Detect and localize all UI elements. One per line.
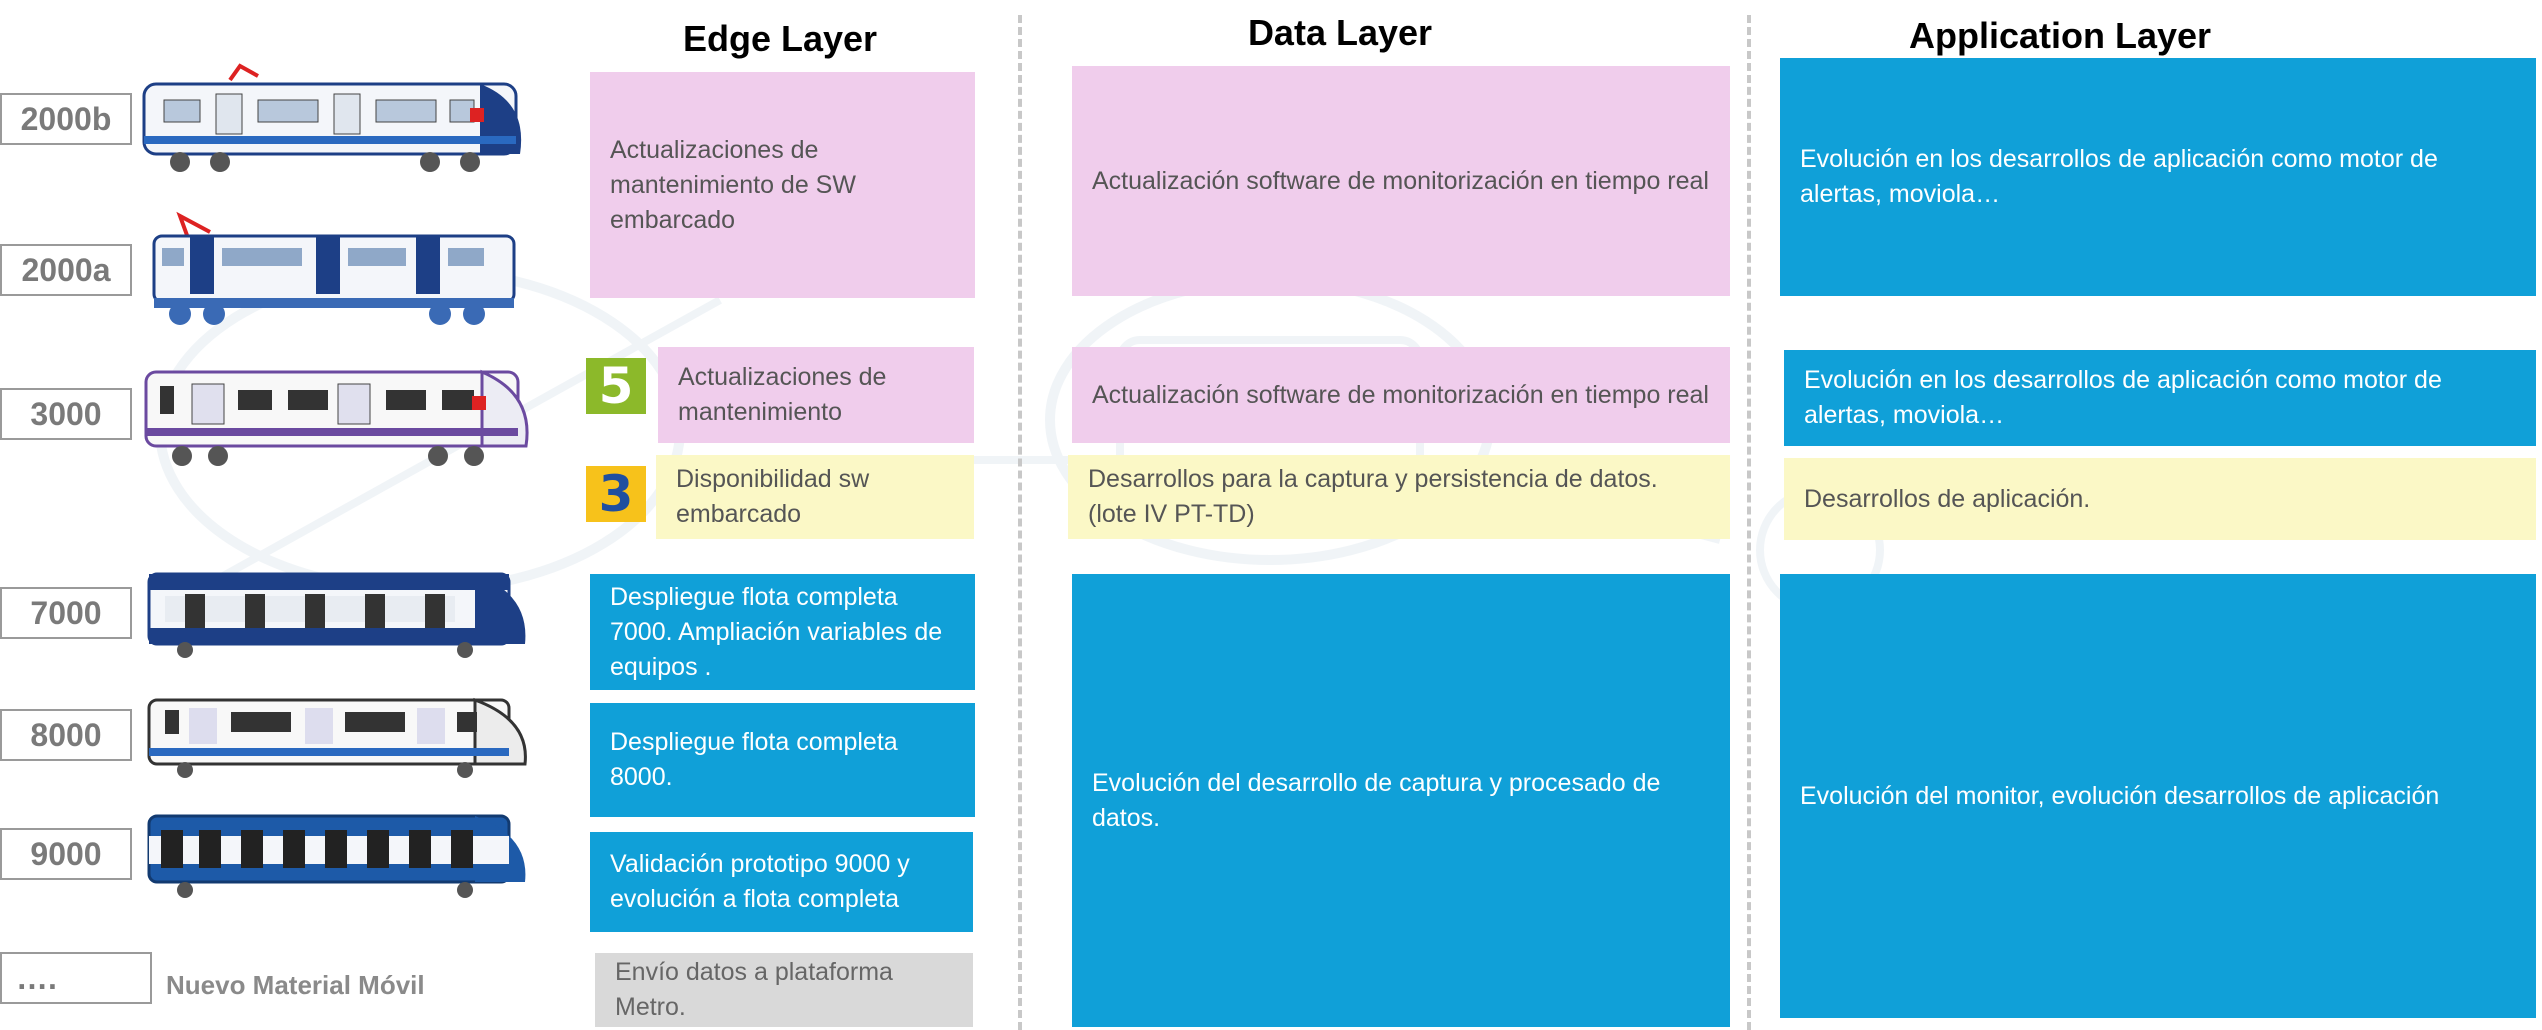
train-7000-icon (147, 572, 526, 658)
data-box-3000-maint: Actualización software de monitorización… (1072, 347, 1730, 443)
edge-box-3000-sw: Disponibilidad sw embarcado (656, 455, 974, 539)
train-2000b-icon (142, 63, 522, 172)
badge-5: 5 (586, 357, 646, 415)
series-label-7000: 7000 (0, 587, 132, 639)
nuevo-material-label: Nuevo Material Móvil (166, 970, 425, 1000)
data-box-large: Evolución del desarrollo de captura y pr… (1072, 574, 1730, 1027)
series-label-8000: 8000 (0, 709, 132, 761)
app-box-large: Evolución del monitor, evolución desarro… (1780, 574, 2536, 1018)
edge-box-nuevo: Envío datos a plataforma Metro. (595, 953, 973, 1027)
app-box-3000-sw: Desarrollos de aplicación. (1784, 458, 2536, 540)
application-layer-title: Application Layer (1908, 15, 2212, 56)
app-box-2000: Evolución en los desarrollos de aplicaci… (1780, 58, 2536, 296)
series-label-3000: 3000 (0, 388, 132, 440)
series-label-2000a: 2000a (0, 244, 132, 296)
edge-box-2000: Actualizaciones de mantenimiento de SW e… (590, 72, 975, 298)
divider-1 (1018, 15, 1022, 1030)
series-label-2000b: 2000b (0, 93, 132, 145)
series-label-new: …. (0, 952, 152, 1004)
train-3000-icon (144, 369, 529, 466)
data-layer-title: Data Layer (1247, 12, 1433, 53)
edge-box-3000-maint: Actualizaciones de mantenimiento (658, 347, 974, 443)
series-label-9000: 9000 (0, 828, 132, 880)
train-9000-icon (147, 814, 526, 898)
data-box-3000-sw: Desarrollos para la captura y persistenc… (1068, 455, 1730, 539)
data-box-2000: Actualización software de monitorización… (1072, 66, 1730, 296)
divider-2 (1747, 15, 1751, 1030)
edge-box-7000: Despliegue flota completa 7000. Ampliaci… (590, 574, 975, 690)
edge-layer-title: Edge Layer (682, 18, 878, 59)
train-8000-icon (147, 697, 527, 778)
train-2000a-icon (152, 211, 516, 325)
badge-3: 3 (586, 465, 646, 523)
app-box-3000-maint: Evolución en los desarrollos de aplicaci… (1784, 350, 2536, 446)
edge-box-8000: Despliegue flota completa 8000. (590, 703, 975, 817)
edge-box-9000: Validación prototipo 9000 y evolución a … (590, 832, 973, 932)
